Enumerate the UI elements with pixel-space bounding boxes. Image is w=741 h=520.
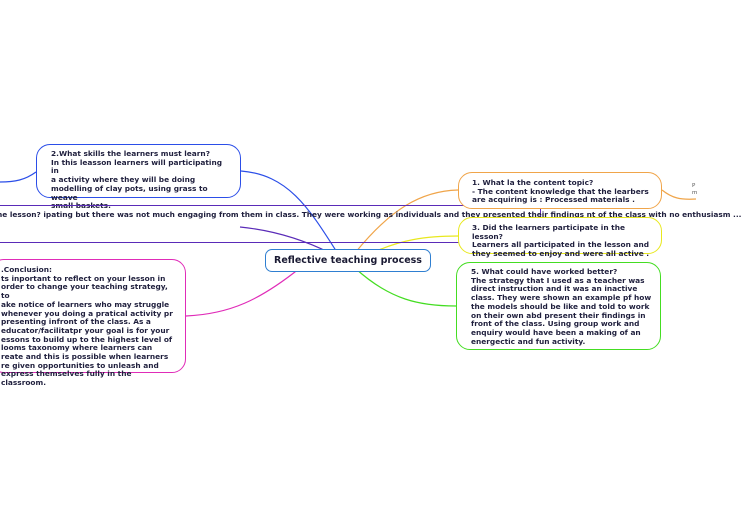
- topic-conclusion[interactable]: .Conclusion: ts inportant to reflect on …: [0, 259, 186, 387]
- connector-lesson: [239, 226, 331, 254]
- connector-edge: [661, 189, 697, 200]
- topic-participate[interactable]: 3. Did the learners participate in the l…: [458, 217, 662, 258]
- connector-skills-left: [0, 171, 37, 183]
- topic-offscreen[interactable]: P m: [692, 183, 698, 196]
- connector-conclusion: [185, 267, 301, 317]
- topic-better[interactable]: 5. What could have worked better? The st…: [456, 262, 661, 350]
- topic-content[interactable]: 1. What la the content topic? - The cont…: [458, 172, 662, 209]
- topic-skills[interactable]: 2.What skills the learners must learn? I…: [36, 144, 241, 210]
- connector-better: [354, 267, 457, 307]
- central-topic[interactable]: Reflective teaching process: [265, 249, 431, 272]
- connector-skills: [240, 170, 341, 258]
